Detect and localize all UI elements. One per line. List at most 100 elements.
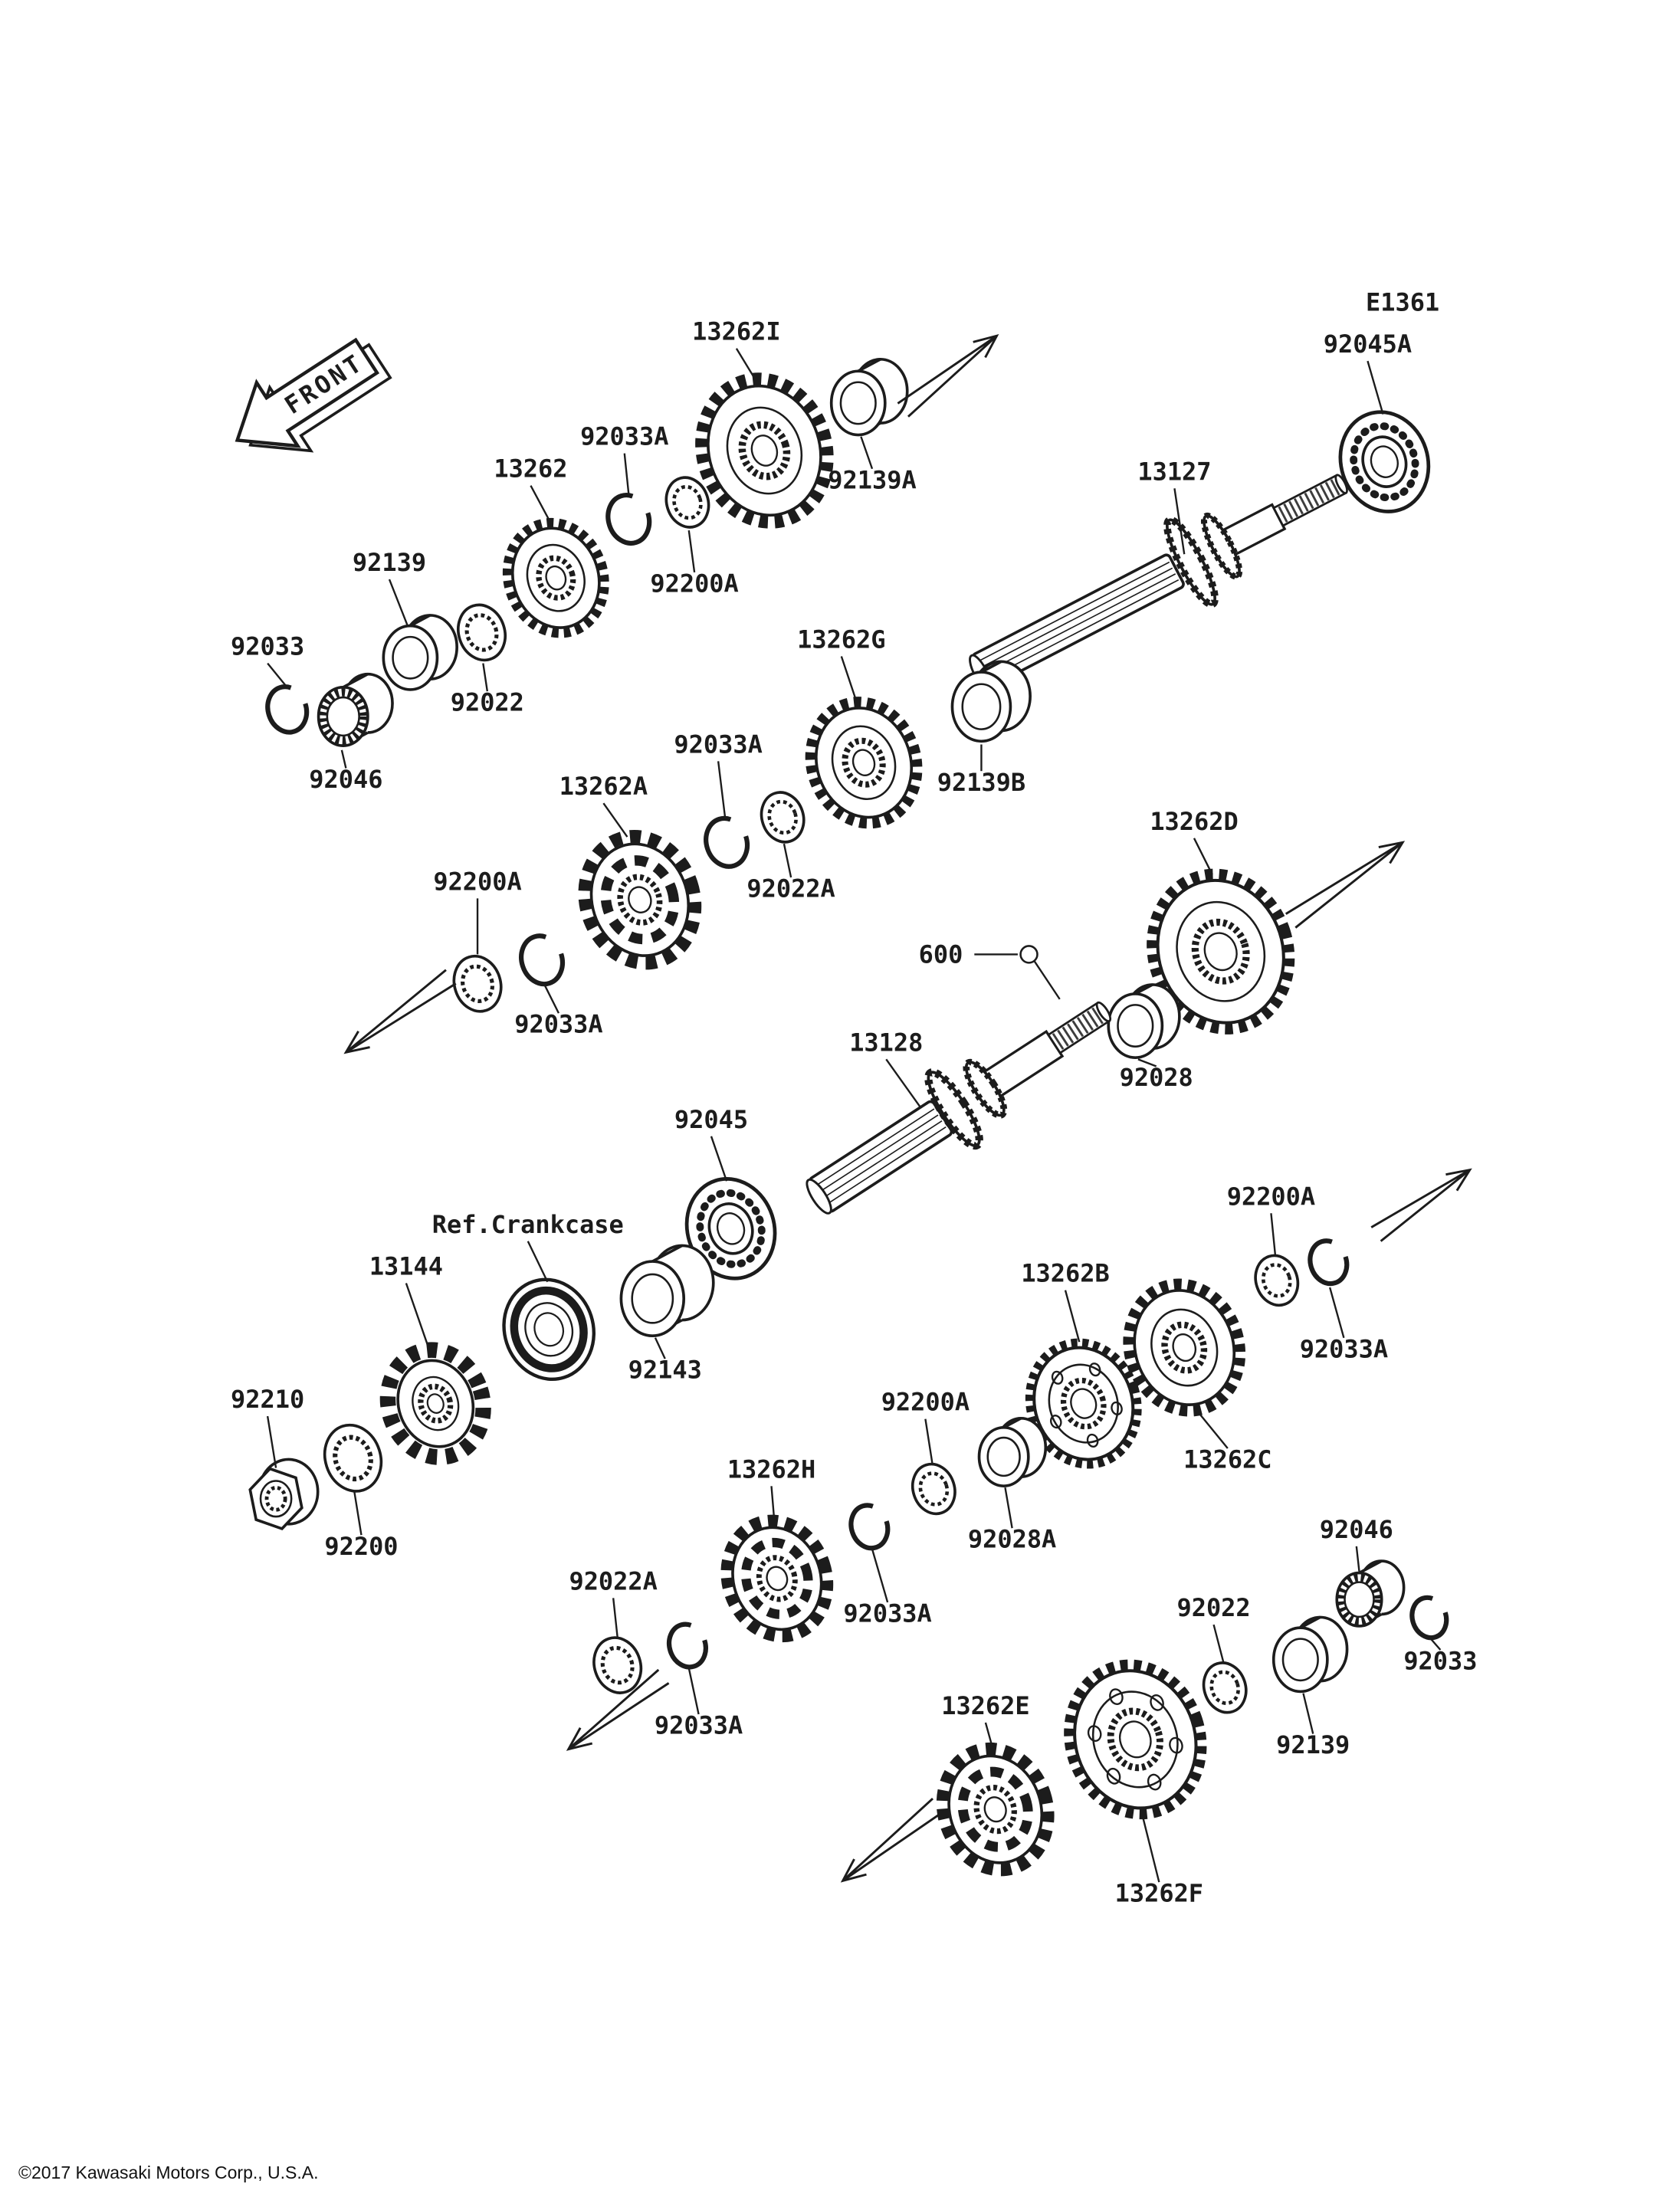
svg-text:92046: 92046 (309, 765, 382, 794)
svg-text:92139: 92139 (1276, 1730, 1350, 1759)
axis-arrow (566, 1668, 670, 1751)
part-label-13262b: 13262B (1021, 1259, 1110, 1343)
svg-text:13262I: 13262I (692, 317, 780, 346)
svg-text:92139: 92139 (353, 548, 426, 577)
svg-text:92139B: 92139B (937, 768, 1025, 797)
svg-text:13262F: 13262F (1115, 1879, 1203, 1908)
svg-text:92200A: 92200A (650, 569, 738, 598)
part-label-92046: 92046 (1320, 1515, 1393, 1572)
svg-text:13262A: 13262A (559, 772, 648, 801)
part-label-92033a: 92033A (674, 730, 763, 819)
svg-text:92033A: 92033A (674, 730, 762, 759)
svg-text:13262C: 13262C (1183, 1445, 1271, 1474)
part-label-92022a: 92022A (746, 843, 835, 903)
svg-text:92045: 92045 (674, 1105, 748, 1134)
svg-text:92200A: 92200A (881, 1388, 970, 1417)
part-label-13262e: 13262E (941, 1691, 1030, 1749)
part-label-92022a: 92022A (569, 1566, 658, 1638)
part-label-e1361: E1361 (1366, 287, 1439, 316)
part-label-13262g: 13262G (797, 625, 886, 703)
svg-text:92028A: 92028A (968, 1525, 1056, 1554)
washer-92022 (1202, 1661, 1248, 1714)
bushing-92139 (382, 614, 458, 691)
part-label-92139a: 92139A (828, 436, 917, 494)
gear-13262 (502, 517, 609, 638)
part-label-92033a: 92033A (655, 1667, 743, 1740)
svg-text:E1361: E1361 (1366, 287, 1439, 316)
part-label-92200a: 92200A (650, 530, 739, 598)
gear-13262C (1123, 1278, 1246, 1417)
part-label-92143: 92143 (628, 1337, 702, 1385)
output-shaft-13128 (806, 1001, 1112, 1215)
axis-arrow (1285, 841, 1406, 929)
circlip-92033A (848, 1503, 891, 1551)
bushing-92028A (977, 1416, 1048, 1487)
svg-text:92033A: 92033A (843, 1599, 931, 1628)
part-label-13262c: 13262C (1183, 1409, 1272, 1474)
svg-text:13262G: 13262G (797, 625, 885, 654)
bushing-92139 (1271, 1615, 1349, 1694)
part-label-92033: 92033 (1403, 1638, 1477, 1676)
axis-arrow (343, 969, 457, 1054)
part-label-92139b: 92139B (937, 744, 1025, 797)
bushing-92028 (1107, 983, 1181, 1060)
part-label-92033a: 92033A (1300, 1287, 1388, 1363)
washer-92022A (760, 791, 806, 844)
svg-text:13262E: 13262E (941, 1691, 1029, 1720)
part-label-92139: 92139 (1276, 1693, 1350, 1759)
part-label-13262h: 13262H (727, 1454, 815, 1520)
part-label-92200a: 92200A (1227, 1182, 1315, 1256)
circlip-92033A (666, 1622, 708, 1670)
part-label-92046: 92046 (309, 749, 382, 794)
svg-text:92143: 92143 (628, 1356, 702, 1385)
part-label-92045: 92045 (674, 1105, 748, 1182)
svg-text:13262H: 13262H (727, 1454, 815, 1484)
axis-arrow (840, 1798, 944, 1883)
part-label-13127: 13127 (1137, 457, 1212, 555)
crankcase-bearing (502, 1277, 596, 1382)
svg-text:92028: 92028 (1120, 1063, 1193, 1092)
svg-text:92033: 92033 (231, 632, 304, 661)
washer-92200A (1254, 1254, 1300, 1307)
washer-92022 (457, 603, 507, 662)
gear-13262D (1147, 868, 1295, 1035)
part-label-600: 600 (919, 939, 1061, 1000)
front-direction-arrow: FRONT (235, 337, 392, 453)
gear-13262I (695, 372, 834, 529)
parts-layer (248, 358, 1449, 1877)
part-label-92033a: 92033A (514, 985, 603, 1039)
svg-text:92022: 92022 (1177, 1593, 1251, 1622)
circlip-92033 (1409, 1595, 1449, 1641)
circlip-92033A (1308, 1238, 1350, 1287)
gear-13262F (1064, 1659, 1207, 1820)
svg-text:13262: 13262 (494, 454, 567, 484)
needle-bearing-92046 (1335, 1559, 1406, 1628)
svg-text:92022A: 92022A (746, 874, 835, 903)
svg-text:92022: 92022 (451, 688, 524, 717)
part-label-92200a: 92200A (433, 867, 522, 955)
washer-92200 (323, 1423, 383, 1493)
svg-text:92033: 92033 (1403, 1647, 1477, 1676)
svg-text:13262B: 13262B (1021, 1259, 1109, 1288)
circlip-92033A (605, 492, 652, 546)
svg-text:600: 600 (919, 939, 963, 969)
part-label-92200: 92200 (324, 1491, 399, 1561)
svg-text:92139A: 92139A (828, 465, 916, 494)
part-label-13128: 13128 (849, 1028, 923, 1109)
part-label-13262a: 13262A (559, 772, 648, 838)
svg-text:92210: 92210 (231, 1385, 304, 1414)
part-label-92022: 92022 (1177, 1593, 1251, 1663)
circlip-92033 (265, 684, 310, 735)
washer-92200A (452, 954, 503, 1013)
part-label-92033a: 92033A (580, 422, 668, 494)
svg-text:13127: 13127 (1137, 457, 1211, 486)
part-label-92210: 92210 (231, 1385, 304, 1468)
svg-text:92033A: 92033A (655, 1711, 743, 1740)
svg-text:Ref.Crankcase: Ref.Crankcase (432, 1210, 624, 1239)
part-label-92022: 92022 (451, 663, 524, 717)
washer-92022A (592, 1636, 643, 1694)
part-label-92028: 92028 (1120, 1058, 1193, 1092)
svg-text:92046: 92046 (1320, 1515, 1393, 1544)
